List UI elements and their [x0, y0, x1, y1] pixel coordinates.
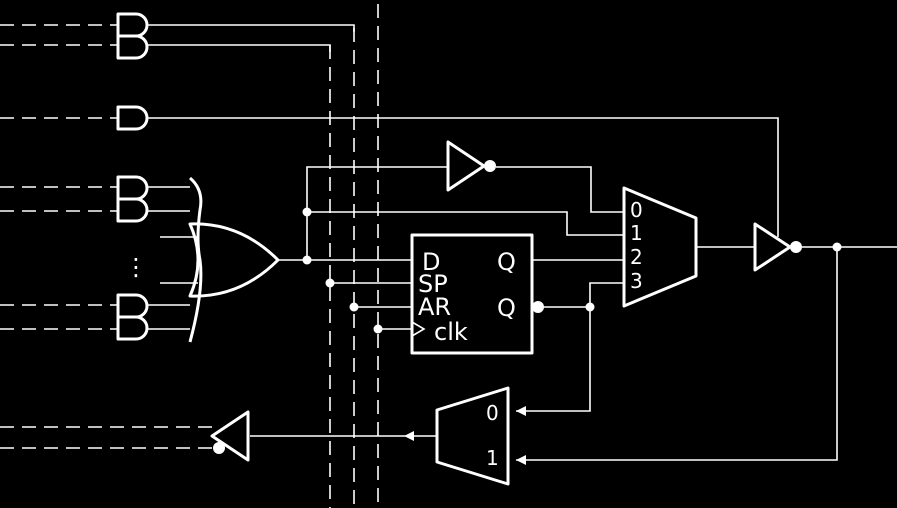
mux-4to1: 0 1 2 3: [622, 186, 698, 308]
enable-bubble: [213, 442, 225, 454]
and-gate: [116, 34, 149, 60]
inverter-top: [446, 140, 486, 192]
junction-dot: [325, 278, 335, 288]
and-gate: [116, 105, 149, 131]
mux4-input-2: 2: [630, 245, 643, 269]
mux4-input-3: 3: [630, 269, 643, 293]
arrow-head: [516, 455, 526, 465]
wire-qbar-to-mux2-0: [516, 307, 591, 412]
ff-output-q: Q: [497, 248, 516, 276]
junction-dot: [302, 255, 312, 265]
tristate-buffer: [210, 410, 250, 462]
clock-triangle: [411, 321, 426, 337]
and-gate: [116, 12, 149, 38]
mux-2to1: 0 1: [435, 386, 510, 486]
feedback-wire: [516, 247, 838, 461]
ff-input-ar: AR: [418, 293, 451, 321]
arrow-head: [516, 406, 526, 416]
junction-dot: [373, 324, 383, 334]
or-output-wires: [278, 166, 624, 265]
ff-output-qbar: Q: [497, 294, 516, 322]
ff-input-sp: SP: [418, 270, 448, 298]
mux4-input-0: 0: [630, 198, 643, 222]
flipflop-box: [410, 233, 534, 355]
and-gate: [116, 293, 149, 319]
wire-to-mux-1: [307, 211, 624, 236]
ff-input-clk: clk: [434, 318, 468, 346]
global-vertical-lines: [329, 4, 379, 508]
wire: [147, 117, 779, 237]
or-input-bus: [188, 176, 203, 343]
ellipsis-label: ⋮: [124, 253, 148, 281]
mux-2to1-body: [435, 386, 510, 486]
ff-input-d: D: [422, 248, 440, 276]
and-gate: [116, 315, 149, 341]
wire-qbar-to-mux-3: [544, 282, 624, 308]
and-gate: [116, 197, 149, 223]
wire-to-mux-0: [496, 166, 624, 213]
and-gate: [116, 175, 149, 201]
flipflop: D SP AR clk Q Q: [410, 233, 544, 355]
arrow-head: [404, 431, 414, 441]
output-bubble: [790, 241, 802, 253]
wire: [147, 44, 331, 52]
and-gates: [116, 12, 149, 341]
junction-dot: [349, 302, 359, 312]
and-output-wires: [147, 24, 779, 330]
qbar-bubble: [532, 301, 544, 313]
flipflop-control-wires: [325, 278, 412, 334]
wire-to-top-buffer: [306, 166, 448, 260]
or-gate: [188, 222, 280, 298]
mux4-input-1: 1: [630, 221, 643, 245]
inverter-bubble: [484, 160, 496, 172]
mux2-input-0: 0: [486, 401, 499, 425]
mux2-input-1: 1: [486, 446, 499, 470]
junction-dot: [302, 207, 312, 217]
mux-4to1-body: [622, 186, 698, 308]
output-inverter: [753, 222, 792, 272]
wire: [147, 24, 355, 32]
left-input-wires: [0, 24, 214, 449]
